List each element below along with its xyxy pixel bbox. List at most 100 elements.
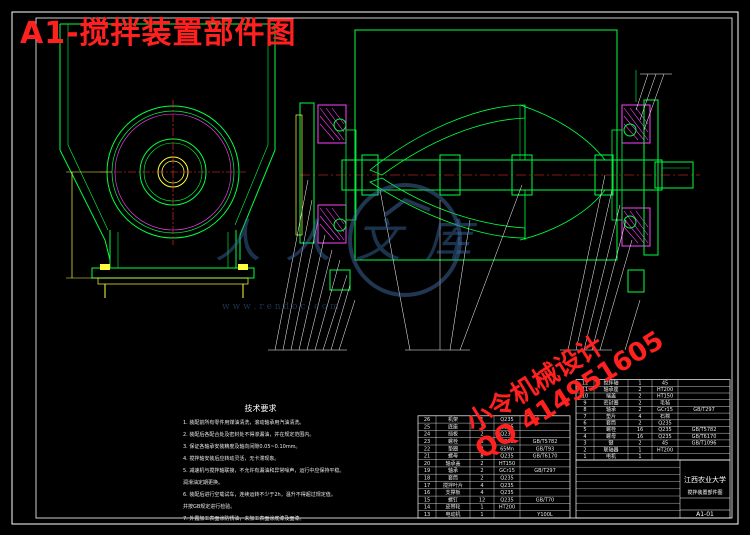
table-cell: 3 [583,441,586,447]
table-cell: HT200 [499,505,515,511]
table-cell: 24 [424,432,430,438]
table-cell: 电动机 [445,511,460,518]
table-cell: 2 [480,468,483,474]
right-bearing [611,70,659,293]
table-cell: 26 [424,417,430,423]
table-cell: 65Mn [500,446,514,452]
table-cell: 挡板 [448,431,458,438]
table-cell: 45 [662,441,668,447]
side-view [59,23,276,298]
drawing-title: A1-搅拌装置部件图 [20,16,297,51]
table-cell: 联轴器 [603,446,618,453]
table-cell: GB/T6170 [692,434,717,440]
table-cell: HT150 [657,394,673,400]
technical-requirement-line: 润滑油定期更换。 [183,480,224,486]
table-cell: 8 [583,407,586,413]
table-cell: Q235 [658,434,671,440]
table-cell: 8 [480,454,483,460]
table-cell: 垫片 [606,413,616,420]
table-cell: Q235 [500,417,513,423]
table-cell: 密封圈 [603,399,618,406]
watermark-brand: 人人文库 [215,214,495,268]
table-cell: 4 [480,483,483,489]
table-cell: GCr15 [657,407,673,413]
school-name: 江西农业大学 [684,475,726,484]
mixing-tank [354,29,618,261]
table-cell: 2 [638,407,641,413]
table-cell: Y100L [536,512,553,518]
drawing-border [11,11,739,525]
table-cell: 电机 [606,453,616,460]
table-cell: HT150 [499,461,515,467]
table-cell: Q235 [500,490,513,496]
table-row: 12 搅拌轴 1 45 [582,379,668,386]
table-cell: 16 [637,427,643,433]
table-cell: 8 [480,439,483,445]
table-cell: 2 [638,387,641,393]
table-cell: Q235 [500,476,513,482]
table-cell: 21 [424,454,430,460]
table-cell: 石棉 [660,413,670,420]
table-cell: 2 [638,400,641,406]
table-cell: 4 [638,414,641,420]
table-cell: 13 [424,512,430,518]
watermark-url: w w w . r e n d o c . c o m [222,302,339,312]
table-cell: 45 [662,380,668,386]
table-cell: 15 [424,497,430,503]
table-cell: 17 [424,483,430,489]
table-cell: 端盖 [606,393,616,400]
table-cell: GB/T6170 [533,454,558,460]
table-cell: 12 [582,380,588,386]
table-cell: 2 [480,476,483,482]
table-cell: 1 [638,380,641,386]
table-cell: 1 [480,424,483,430]
table-cell: 2 [480,461,483,467]
table-cell: 12 [479,497,485,503]
table-cell: GB/T5782 [533,439,558,445]
table-cell: 搅拌轴 [603,379,618,386]
table-cell: 9 [583,400,586,406]
table-cell: Q235 [500,432,513,438]
table-cell: 2 [480,432,483,438]
table-cell: 螺母 [448,453,458,460]
table-cell: Q235 [658,421,671,427]
table-cell: Q235 [500,483,513,489]
table-cell: 22 [424,446,430,452]
table-cell: 2 [638,394,641,400]
table-cell: 键 [608,440,613,447]
table-cell: 18 [424,476,430,482]
table-cell: HT200 [657,447,673,453]
table-row: 18 套筒 2 Q235 [424,475,514,482]
table-cell: 轴承 [448,467,458,474]
table-cell: 螺钉 [448,496,458,503]
table-cell: 底座 [448,423,458,430]
table-cell: 23 [424,439,430,445]
table-cell: Q235 [500,424,513,430]
technical-requirement-line: 7. 外露加工表面涂防锈油，未加工表面涂底漆及面漆。 [183,516,305,522]
left-bearing [295,102,357,291]
table-cell: GCr15 [499,468,515,474]
table-cell: 支撑板 [445,489,460,496]
table-cell: 轴承 [606,406,616,413]
table-cell: 套筒 [448,475,458,482]
technical-requirement-line: 4. 搅拌轴安装后应转动灵活，无卡滞现象。 [183,456,280,462]
table-cell: GB/T5782 [692,427,717,433]
table-cell: 搅拌叶片 [443,482,463,489]
table-cell: 轴承座 [603,386,618,393]
